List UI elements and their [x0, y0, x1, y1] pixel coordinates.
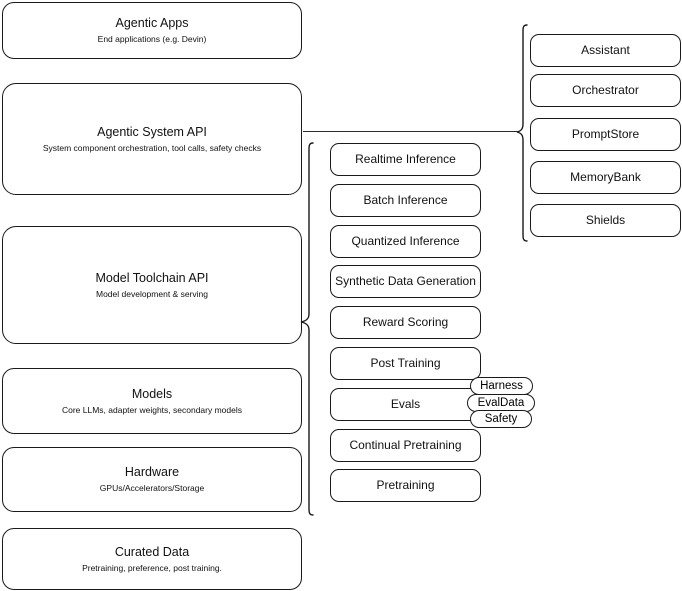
chip-assistant[interactable]: Assistant: [530, 34, 681, 67]
chip-shields[interactable]: Shields: [530, 204, 681, 237]
layer-title: Models: [131, 386, 173, 401]
chip-orchestrator[interactable]: Orchestrator: [530, 74, 681, 107]
chip-label: PromptStore: [571, 127, 640, 141]
chip-label: Pretraining: [376, 478, 435, 492]
layer-subtitle: System component orchestration, tool cal…: [42, 142, 262, 153]
layer-model-toolchain-api[interactable]: Model Toolchain API Model development & …: [2, 226, 302, 344]
connector-system-api-to-components: [303, 131, 519, 132]
brace-toolchain-components: [300, 142, 314, 516]
chip-label: Batch Inference: [363, 193, 448, 207]
chip-batch-inference[interactable]: Batch Inference: [330, 184, 481, 217]
chip-evals[interactable]: Evals: [330, 388, 481, 421]
chip-quantized-inference[interactable]: Quantized Inference: [330, 225, 481, 258]
layer-title: Hardware: [124, 465, 180, 479]
chip-synthetic-data-generation[interactable]: Synthetic Data Generation: [330, 265, 481, 298]
chip-label: Orchestrator: [572, 83, 639, 97]
chip-label: Continual Pretraining: [349, 438, 462, 452]
chip-label: Post Training: [370, 356, 441, 370]
chip-label: Evals: [390, 397, 421, 411]
layer-subtitle: Pretraining, preference, post training.: [82, 562, 222, 573]
pill-safety[interactable]: Safety: [470, 410, 532, 428]
chip-post-training[interactable]: Post Training: [330, 347, 481, 380]
layer-subtitle: Model development & serving: [96, 288, 208, 299]
chip-label: Reward Scoring: [362, 315, 449, 329]
layer-title: Curated Data: [114, 544, 190, 559]
chip-realtime-inference[interactable]: Realtime Inference: [330, 143, 481, 176]
chip-label: Realtime Inference: [355, 152, 456, 166]
pill-harness[interactable]: Harness: [470, 377, 533, 395]
layer-subtitle: End applications (e.g. Devin): [97, 34, 207, 44]
layer-agentic-system-api[interactable]: Agentic System API System component orch…: [2, 83, 302, 195]
chip-reward-scoring[interactable]: Reward Scoring: [330, 306, 481, 339]
chip-label: Shields: [585, 213, 626, 227]
chip-memorybank[interactable]: MemoryBank: [530, 161, 681, 194]
layer-subtitle: GPUs/Accelerators/Storage: [99, 483, 205, 493]
chip-pretraining[interactable]: Pretraining: [330, 469, 481, 502]
chip-label: Assistant: [581, 43, 630, 57]
chip-promptstore[interactable]: PromptStore: [530, 118, 681, 151]
layer-subtitle: Core LLMs, adapter weights, secondary mo…: [61, 404, 242, 415]
brace-system-components: [516, 24, 528, 242]
pill-label: EvalData: [477, 397, 525, 409]
layer-title: Agentic System API: [97, 124, 207, 139]
layer-title: Model Toolchain API: [95, 270, 209, 285]
chip-label: MemoryBank: [570, 170, 641, 184]
layer-models[interactable]: Models Core LLMs, adapter weights, secon…: [2, 368, 302, 434]
chip-continual-pretraining[interactable]: Continual Pretraining: [330, 429, 481, 462]
pill-label: Harness: [480, 380, 523, 392]
chip-label: Quantized Inference: [351, 234, 460, 248]
layer-hardware[interactable]: Hardware GPUs/Accelerators/Storage: [2, 447, 302, 512]
pill-label: Safety: [484, 413, 518, 425]
layer-agentic-apps[interactable]: Agentic Apps End applications (e.g. Devi…: [2, 2, 302, 59]
layer-title: Agentic Apps: [115, 16, 189, 30]
chip-label: Synthetic Data Generation: [335, 274, 476, 288]
layer-curated-data[interactable]: Curated Data Pretraining, preference, po…: [2, 528, 302, 590]
